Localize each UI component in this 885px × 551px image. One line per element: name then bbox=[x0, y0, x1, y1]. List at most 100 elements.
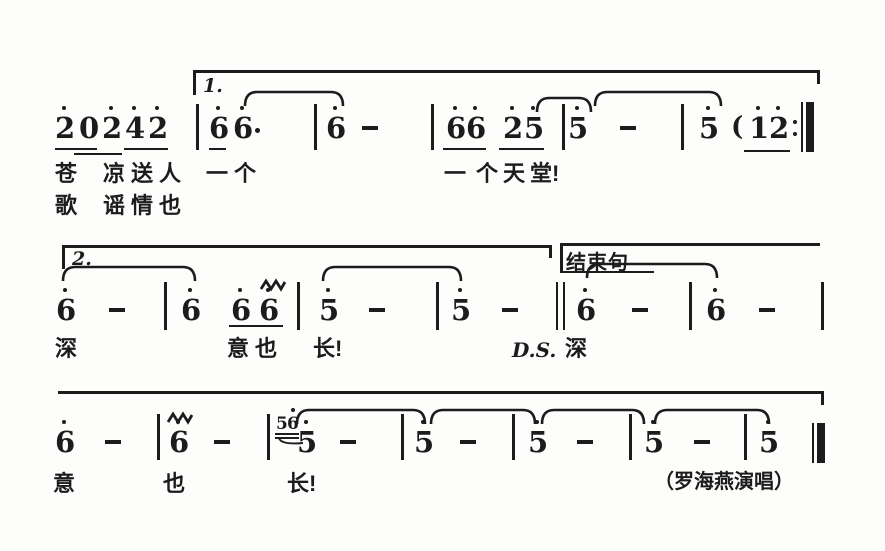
octave-dot bbox=[453, 106, 457, 110]
note-digit: 5 bbox=[568, 106, 588, 143]
octave-dot bbox=[473, 106, 477, 110]
performer-credit: （罗海燕演唱） bbox=[654, 471, 794, 493]
barline bbox=[314, 104, 317, 150]
note-digit: 6 bbox=[706, 288, 726, 325]
dash-extension bbox=[460, 440, 476, 444]
volta-2-tick-right bbox=[549, 245, 552, 258]
octave-dot bbox=[290, 408, 295, 412]
octave-dot bbox=[510, 106, 514, 110]
note-digit: 6 bbox=[169, 420, 189, 457]
volta-1-tick-left bbox=[193, 70, 196, 95]
repeat-thin-bar bbox=[801, 102, 803, 152]
octave-dot bbox=[266, 288, 270, 292]
octave-dot bbox=[62, 106, 66, 110]
note-digit: 5 bbox=[699, 106, 719, 143]
beam-underline bbox=[744, 150, 790, 152]
lyric-char: 意 bbox=[227, 336, 250, 361]
note-digit: 6 bbox=[56, 288, 76, 325]
octave-dot bbox=[333, 106, 337, 110]
slur-tie-arc bbox=[653, 408, 771, 425]
octave-dot bbox=[651, 420, 655, 424]
slur-tie-arc bbox=[585, 262, 719, 279]
lyric-char: 凉 bbox=[103, 161, 126, 186]
grace-note: 5 bbox=[276, 414, 288, 434]
lyric-char: 天 bbox=[503, 161, 526, 186]
barline bbox=[401, 414, 404, 460]
mordent-icon bbox=[259, 278, 287, 292]
note-digit: 2 bbox=[503, 106, 523, 143]
note-digit: 6 bbox=[259, 288, 279, 325]
note-digit: 6 bbox=[233, 106, 260, 143]
note-digit: 5 bbox=[319, 288, 339, 325]
note-digit: 2 bbox=[102, 106, 122, 143]
note-digit: 2 bbox=[769, 106, 789, 143]
repeat-thick-bar bbox=[806, 102, 814, 152]
barline bbox=[689, 282, 692, 330]
beam-underline bbox=[443, 148, 486, 150]
slur-tie-arc bbox=[321, 265, 463, 282]
octave-dot bbox=[132, 106, 136, 110]
phrase-line-tick-right bbox=[821, 391, 824, 405]
lyric-char: 深 bbox=[55, 336, 78, 361]
octave-dot bbox=[62, 420, 66, 424]
slur-tie-arc bbox=[295, 408, 427, 425]
note-digit: 6 bbox=[466, 106, 486, 143]
barline bbox=[821, 282, 824, 330]
note-digit: 2 bbox=[55, 106, 75, 143]
beam-underline bbox=[74, 153, 122, 155]
note-digit: 5 bbox=[297, 420, 317, 457]
lyric-char: 情 bbox=[131, 193, 154, 218]
repeat-dots bbox=[793, 120, 797, 124]
volta-1-label: 1. bbox=[203, 75, 223, 97]
octave-dot bbox=[535, 420, 539, 424]
paren: ( bbox=[731, 112, 744, 142]
octave-dot bbox=[458, 288, 462, 292]
lyric-char: 也 bbox=[163, 471, 186, 496]
octave-dot bbox=[326, 288, 330, 292]
dash-extension bbox=[759, 308, 775, 312]
final-thick-bar bbox=[817, 423, 825, 463]
barline bbox=[267, 414, 270, 460]
grace-note: 6 bbox=[287, 408, 299, 433]
lyric-char: 长! bbox=[313, 336, 343, 361]
lyric-char: 深 bbox=[565, 336, 588, 361]
lyric-char: 长! bbox=[287, 471, 317, 496]
note-digit: 2 bbox=[148, 106, 168, 143]
barline bbox=[681, 104, 684, 150]
phrase-line bbox=[58, 391, 824, 394]
grace-slur-arc bbox=[278, 437, 304, 445]
ending-box-bottom bbox=[560, 271, 654, 273]
note-digit: 6 bbox=[55, 420, 75, 457]
volta-1-line bbox=[193, 70, 820, 73]
dash-extension bbox=[340, 440, 356, 444]
slur-tie-arc bbox=[429, 408, 537, 425]
barline bbox=[436, 282, 439, 330]
slur-tie-arc bbox=[61, 265, 197, 282]
octave-dot bbox=[63, 288, 67, 292]
slur-tie-arc bbox=[540, 408, 646, 425]
lyric-char: 个 bbox=[476, 161, 499, 186]
note-digit: 6 bbox=[209, 106, 229, 143]
lyric-char: 歌 bbox=[55, 193, 78, 218]
lyric-char: 也 bbox=[159, 193, 182, 218]
octave-dot bbox=[240, 106, 244, 110]
dash-extension bbox=[214, 440, 230, 444]
beam-underline bbox=[55, 148, 97, 150]
octave-dot bbox=[531, 106, 535, 110]
dash-extension bbox=[694, 440, 710, 444]
octave-dot bbox=[304, 420, 308, 424]
repeat-dots bbox=[793, 132, 797, 136]
barline bbox=[562, 104, 565, 150]
ds-marking: D.S. bbox=[512, 338, 557, 362]
note-digit: 5 bbox=[414, 420, 434, 457]
note-digit: 5 bbox=[759, 420, 779, 457]
dash-extension bbox=[105, 440, 121, 444]
dash-extension bbox=[620, 126, 636, 130]
dash-extension bbox=[362, 126, 378, 130]
volta-2-line bbox=[62, 245, 552, 248]
beam-underline bbox=[499, 148, 544, 150]
dash-extension bbox=[577, 440, 593, 444]
beam-underline bbox=[229, 325, 283, 327]
